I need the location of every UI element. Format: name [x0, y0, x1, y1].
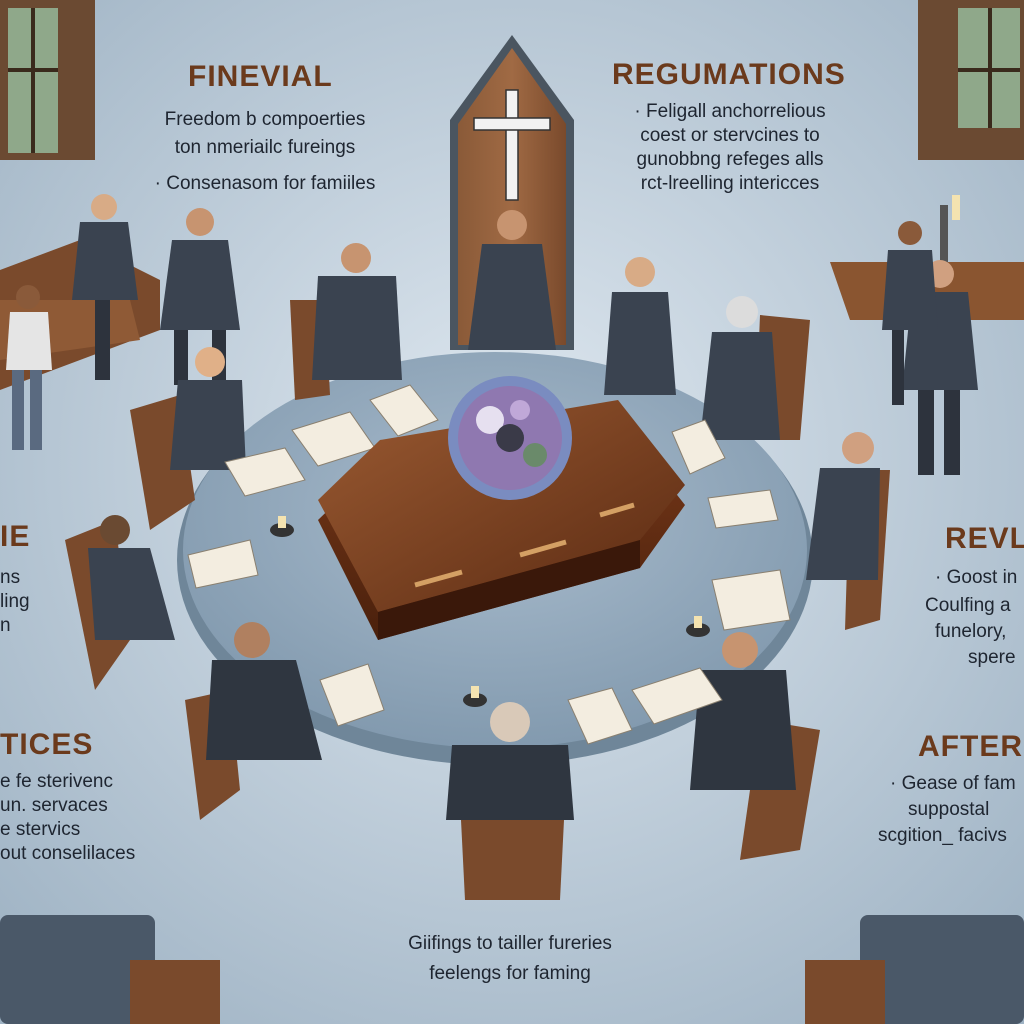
panel-heading-mid-left: IE: [0, 520, 31, 553]
child-left: [6, 285, 52, 450]
person-seated: [206, 622, 322, 760]
person-seated: [446, 702, 574, 820]
document: [631, 667, 723, 725]
panel-line: Coulfing a: [925, 595, 1011, 616]
candle-icon: [270, 516, 294, 537]
panel-line: · Consenasom for famiiles: [154, 173, 376, 194]
officiant: [468, 210, 556, 350]
document: [187, 539, 259, 589]
crucifix-icon: [473, 89, 551, 201]
panel-line: rct-lreelling intericces: [640, 173, 820, 194]
document: [369, 384, 439, 437]
panel-line: spere: [968, 647, 1016, 668]
panel-heading-mid-right: REVL: [945, 522, 1024, 555]
person-seated: [170, 347, 246, 470]
panel-heading-low-left: TICES: [0, 728, 94, 761]
panel-line: out conselilaces: [0, 843, 136, 864]
panel-line: e fe sterivenc: [0, 771, 113, 792]
panel-line: · Feligall anchorrelious: [634, 101, 826, 122]
document: [671, 419, 726, 475]
document: [707, 489, 779, 529]
panel-line: ns: [0, 567, 21, 588]
panel-line: funelory,: [935, 621, 1007, 642]
panel-line: gunobbng refeges alls: [636, 149, 824, 170]
foreground-chair-right: [805, 915, 1024, 1024]
document: [711, 569, 791, 631]
panel-line: · Goost in: [935, 567, 1018, 588]
person-seated: [88, 515, 175, 640]
document: [319, 663, 385, 727]
panel-line: n: [0, 615, 11, 636]
panel-heading-top-left: FINEVIAL: [188, 60, 333, 93]
flower-wreath-icon: [448, 376, 572, 500]
panel-line: Freedom b compoerties: [164, 109, 366, 130]
panel-heading-top-right: REGUMATIONS: [612, 58, 846, 91]
panel-line: un. servaces: [0, 795, 108, 816]
panel-line: e stervics: [0, 819, 81, 840]
chair: [460, 800, 565, 900]
panel-line: feelengs for faming: [429, 963, 591, 984]
person-right-back: [882, 221, 938, 405]
panel-line: scgition_ facivs: [878, 825, 1007, 846]
panel-line: Giifings to tailler fureries: [408, 933, 612, 954]
person-seated: [604, 257, 676, 395]
casket: [318, 400, 685, 640]
panel-line: suppostal: [908, 799, 990, 820]
window-left: [0, 0, 95, 160]
panel-line: · Gease of fam: [890, 773, 1016, 794]
window-right: [918, 0, 1024, 160]
document: [567, 687, 633, 745]
foreground-chair-left: [0, 915, 220, 1024]
panel-heading-low-right: AFTER: [918, 730, 1023, 763]
person-seated: [312, 243, 402, 380]
document: [224, 447, 306, 497]
panel-line: coest or stervcines to: [640, 125, 820, 146]
person-seated: [700, 296, 780, 440]
person-seated: [806, 432, 880, 580]
candle-icon: [686, 616, 710, 637]
panel-line: ling: [0, 591, 30, 612]
panel-line: ton nmeriailc fureings: [174, 137, 356, 158]
person-seated-left: [72, 194, 138, 380]
candle-icon: [463, 686, 487, 707]
